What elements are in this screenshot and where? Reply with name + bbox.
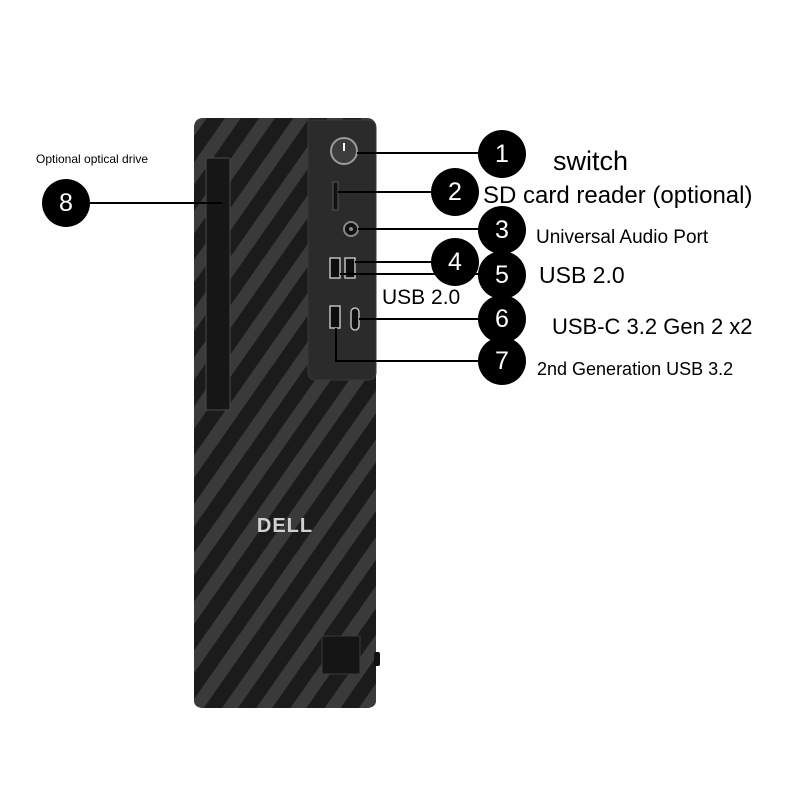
callout-label-4: USB 2.0 <box>382 286 460 309</box>
leader-line-7 <box>335 328 482 362</box>
svg-text:7: 7 <box>495 347 509 375</box>
sd-card-slot <box>332 181 339 211</box>
svg-text:2: 2 <box>448 178 462 206</box>
callout-badge-8: 8 <box>42 179 90 227</box>
callout-badge-4: 4 <box>431 238 479 286</box>
callout-label-7: 2nd Generation USB 3.2 <box>537 359 733 379</box>
callout-label-3: Universal Audio Port <box>536 227 709 248</box>
dell-logo: DELL <box>257 515 313 537</box>
usb-port-5 <box>344 257 356 279</box>
svg-text:8: 8 <box>59 189 73 217</box>
callout-label-1: switch <box>553 146 628 176</box>
callout-badges: 1 2 3 4 5 6 7 8 <box>42 130 526 385</box>
side-latch <box>374 652 380 666</box>
callout-badge-5: 5 <box>478 251 526 299</box>
callout-badge-2: 2 <box>431 168 479 216</box>
usb-a-port-7 <box>329 305 341 329</box>
optical-drive-bay <box>205 157 231 411</box>
bottom-badge <box>321 635 361 675</box>
svg-text:5: 5 <box>495 261 509 289</box>
callout-label-8: Optional optical drive <box>36 152 148 166</box>
svg-text:4: 4 <box>448 248 462 276</box>
usb-c-port-6 <box>350 307 360 331</box>
svg-text:1: 1 <box>495 140 509 168</box>
callout-label-6: USB-C 3.2 Gen 2 x2 <box>552 314 753 339</box>
callout-label-2: SD card reader (optional) <box>483 182 752 209</box>
svg-text:3: 3 <box>495 216 509 244</box>
audio-jack-center <box>349 227 353 231</box>
svg-text:6: 6 <box>495 305 509 333</box>
callout-badge-6: 6 <box>478 295 526 343</box>
callout-label-5: USB 2.0 <box>539 262 625 288</box>
callout-badge-1: 1 <box>478 130 526 178</box>
callout-labels: switch SD card reader (optional) Univers… <box>36 146 753 379</box>
usb-port-4 <box>329 257 341 279</box>
callout-badge-3: 3 <box>478 206 526 254</box>
leader-lines <box>88 152 482 362</box>
callout-badge-7: 7 <box>478 337 526 385</box>
desktop-tower: DELL <box>194 118 380 708</box>
